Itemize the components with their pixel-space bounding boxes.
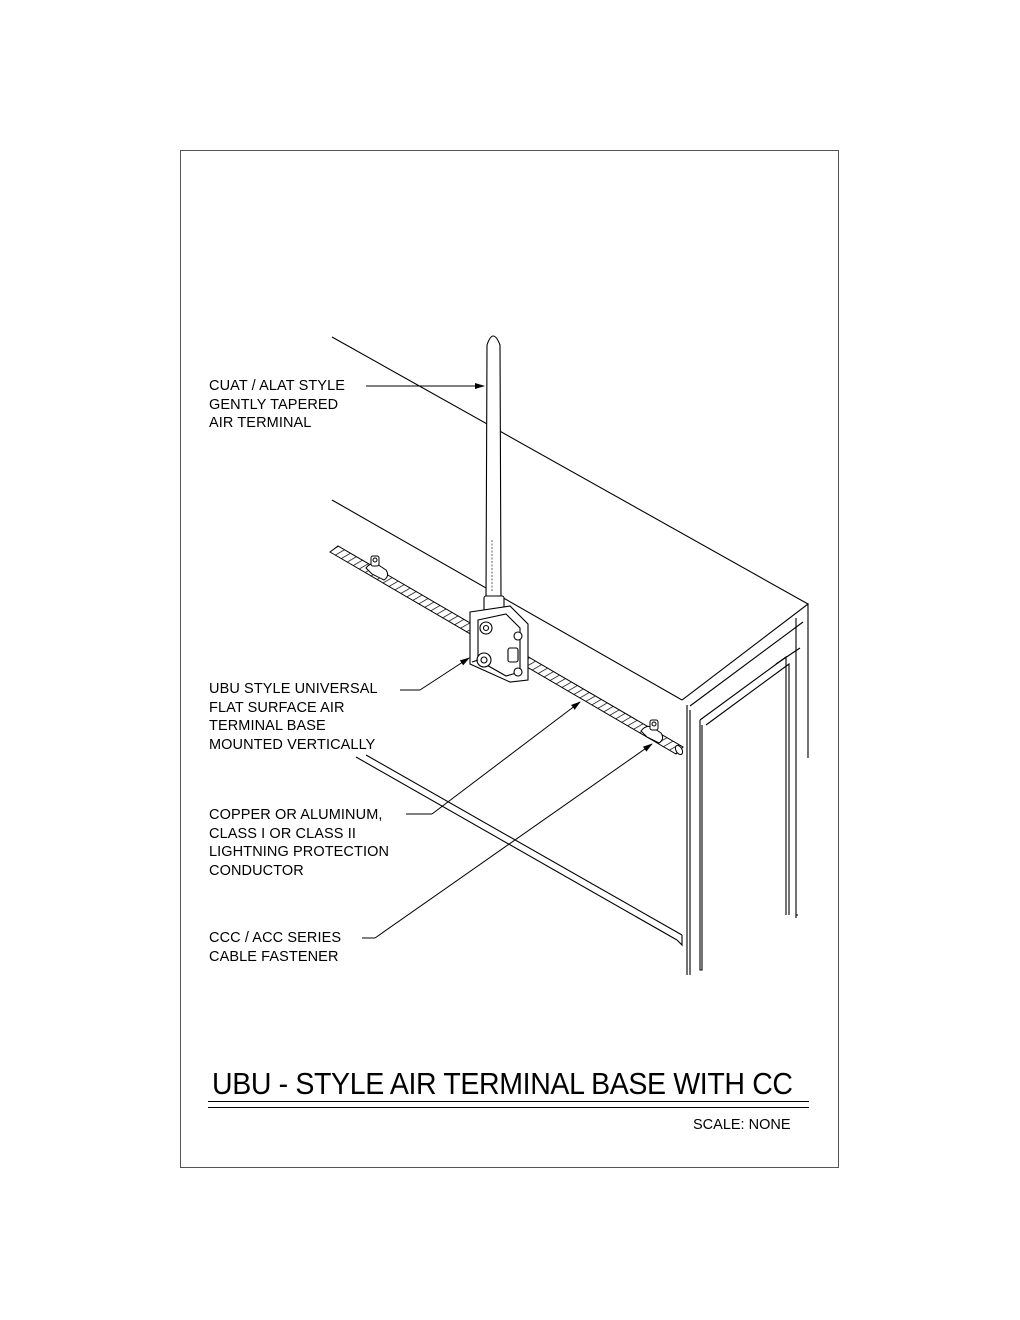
scale-label: SCALE: NONE xyxy=(693,1117,791,1133)
callout-air-terminal: CUAT / ALAT STYLE GENTLY TAPERED AIR TER… xyxy=(209,377,345,433)
cable-fastener-left xyxy=(365,555,389,581)
callout-line: COPPER OR ALUMINUM, xyxy=(209,807,383,823)
callout-terminal-base: UBU STYLE UNIVERSAL FLAT SURFACE AIR TER… xyxy=(209,680,378,754)
callout-line: CABLE FASTENER xyxy=(209,948,339,965)
callout-cable-fastener: CCC / ACC SERIES CABLE FASTENER xyxy=(209,929,341,966)
ubu-terminal-base xyxy=(469,595,529,683)
drawing-border xyxy=(180,150,839,1168)
callout-line: TERMINAL BASE xyxy=(209,718,326,735)
callout-line: GENTLY TAPERED xyxy=(209,396,339,413)
callout-conductor: COPPER OR ALUMINUM, CLASS I OR CLASS II … xyxy=(209,806,389,880)
title-underline xyxy=(208,1101,809,1102)
callout-line: CONDUCTOR xyxy=(209,862,304,879)
callout-line: AIR TERMINAL xyxy=(209,415,312,432)
leader-lines xyxy=(362,383,653,939)
title-underline-secondary xyxy=(208,1107,809,1108)
callout-line: CLASS I OR CLASS II xyxy=(209,825,356,842)
callout-line: MOUNTED VERTICALLY xyxy=(209,736,376,753)
callout-line: UBU STYLE UNIVERSAL xyxy=(209,681,378,697)
callout-line: LIGHTNING PROTECTION xyxy=(209,844,390,861)
drawing-title: UBU - STYLE AIR TERMINAL BASE WITH CC xyxy=(212,1066,793,1101)
cable-fastener-right xyxy=(640,719,664,744)
callout-line: CUAT / ALAT STYLE xyxy=(209,378,346,394)
callout-line: CCC / ACC SERIES xyxy=(209,930,342,946)
callout-line: FLAT SURFACE AIR xyxy=(209,699,345,716)
air-terminal-rod xyxy=(485,335,502,599)
parapet-wall xyxy=(331,336,809,975)
roof-flashing xyxy=(355,754,683,947)
